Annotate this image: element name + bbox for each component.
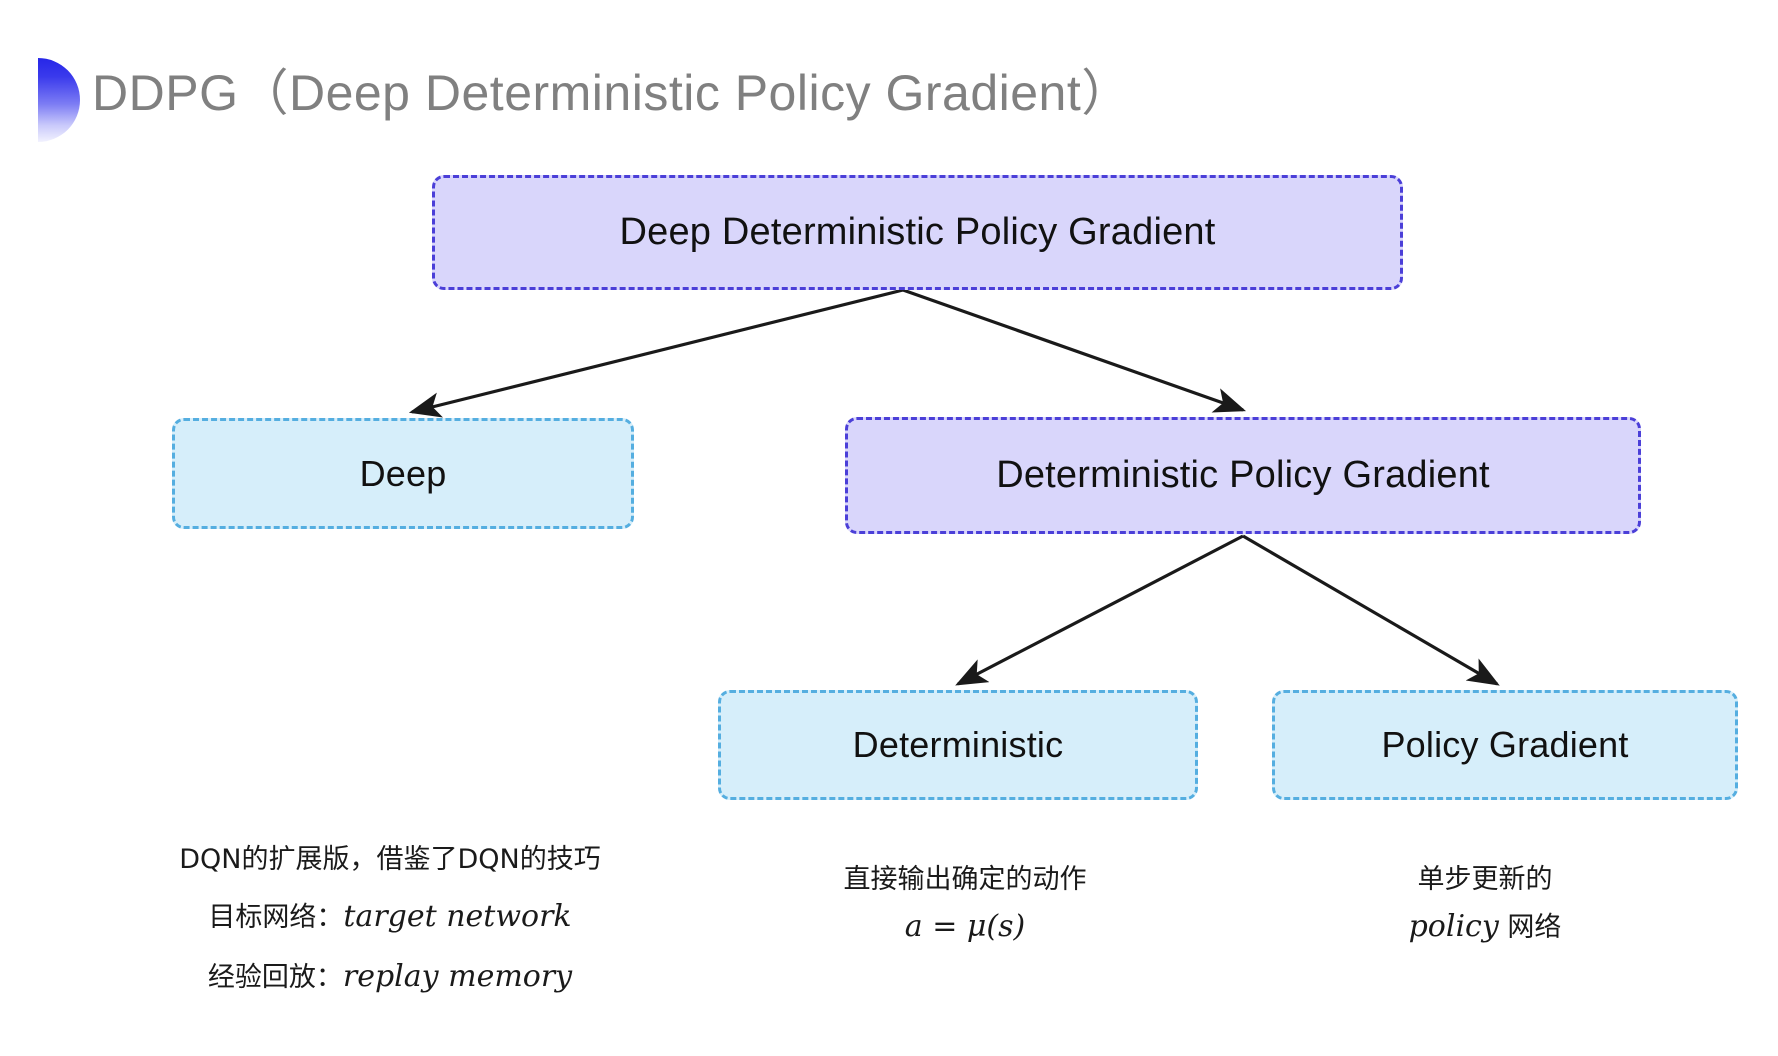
caption-deep-line2-math: target network — [343, 899, 572, 935]
caption-pg-line1: 单步更新的 — [1230, 860, 1740, 899]
caption-deterministic: 直接输出确定的动作 a = μ(s) — [705, 860, 1225, 955]
caption-pg-line2-cn: 网络 — [1498, 912, 1562, 944]
caption-deep-line3: 经验回放：replay memory — [110, 955, 670, 999]
page-title: DDPG（Deep Deterministic Policy Gradient） — [92, 65, 1132, 121]
caption-det-line1-text: 直接输出确定的动作 — [843, 864, 1087, 895]
node-policy-gradient-label: Policy Gradient — [1381, 724, 1629, 765]
caption-deep-line3-cn: 经验回放： — [207, 961, 343, 993]
caption-deep-line2: 目标网络：target network — [110, 895, 670, 939]
node-deterministic-policy-gradient[interactable]: Deterministic Policy Gradient — [845, 417, 1641, 534]
caption-deep-line1: DQN的扩展版，借鉴了DQN的技巧 — [110, 840, 670, 879]
node-policy-gradient[interactable]: Policy Gradient — [1272, 690, 1738, 800]
node-deterministic-label: Deterministic — [852, 724, 1064, 765]
caption-det-formula: a = μ(s) — [705, 905, 1225, 949]
edge-dpg-to-policy-gradient — [1242, 534, 1500, 686]
node-ddpg-label: Deep Deterministic Policy Gradient — [619, 211, 1216, 253]
edge-ddpg-to-deep — [408, 288, 904, 418]
node-deterministic[interactable]: Deterministic — [718, 690, 1198, 800]
edge-ddpg-to-dpg — [902, 288, 1247, 413]
half-circle-gradient-icon — [38, 58, 80, 142]
caption-pg-line2: policy 网络 — [1230, 905, 1740, 949]
node-deep[interactable]: Deep — [172, 418, 634, 529]
caption-det-formula-text: a = μ(s) — [904, 909, 1026, 945]
caption-pg-line1-text: 单步更新的 — [1417, 864, 1553, 895]
caption-deep-line2-cn: 目标网络： — [208, 902, 344, 934]
caption-deep: DQN的扩展版，借鉴了DQN的技巧 目标网络：target network 经验… — [110, 840, 670, 998]
caption-det-line1: 直接输出确定的动作 — [705, 860, 1225, 899]
node-ddpg[interactable]: Deep Deterministic Policy Gradient — [432, 175, 1403, 290]
caption-pg-line2-math: policy — [1408, 909, 1499, 945]
caption-deep-line3-math: replay memory — [342, 958, 573, 994]
caption-policy-gradient: 单步更新的 policy 网络 — [1230, 860, 1740, 955]
node-dpg-label: Deterministic Policy Gradient — [996, 454, 1490, 496]
caption-deep-line1-text: DQN的扩展版，借鉴了DQN的技巧 — [179, 844, 601, 875]
edge-dpg-to-deterministic — [955, 534, 1244, 686]
node-deep-label: Deep — [359, 452, 447, 494]
